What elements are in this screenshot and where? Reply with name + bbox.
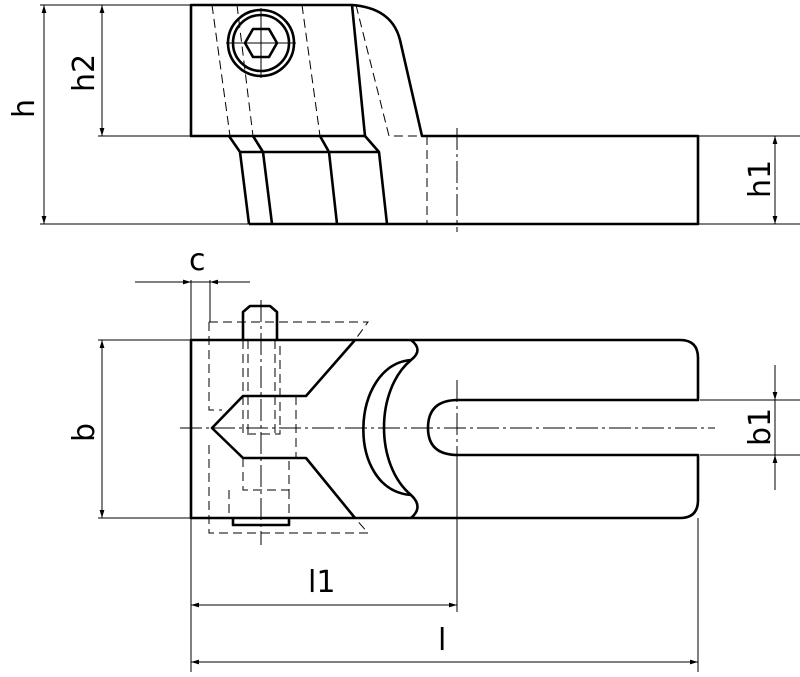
dimensions: h h2 h1 b b1 c l1 l (7, 4, 800, 672)
top-view (180, 300, 715, 545)
screw-head-icon (226, 8, 296, 78)
label-l1: l1 (308, 565, 335, 600)
label-h: h (7, 99, 42, 118)
label-h1: h1 (743, 160, 778, 198)
label-b: b (67, 423, 102, 442)
label-l: l (438, 623, 446, 658)
side-view (189, 3, 700, 232)
label-c: c (189, 243, 206, 278)
label-b1: b1 (743, 408, 778, 446)
label-h2: h2 (67, 54, 102, 92)
